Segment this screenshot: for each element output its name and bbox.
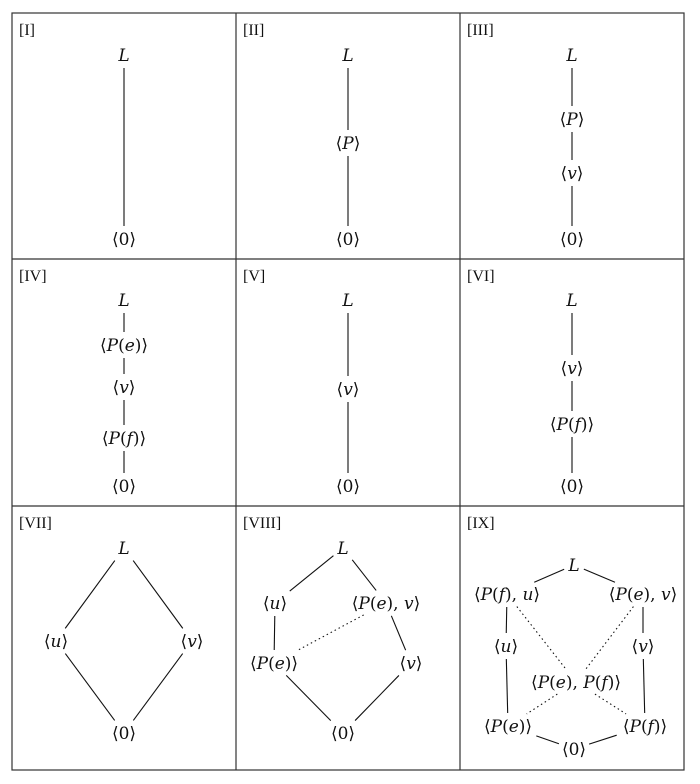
panel-5: [V] L ⟨v⟩ ⟨0⟩ (243, 268, 360, 497)
node-Pf: ⟨P(f)⟩ (550, 415, 594, 435)
node-Pf: ⟨P(f)⟩ (623, 717, 667, 737)
node-u: ⟨u⟩ (263, 594, 287, 614)
node-L: L (567, 556, 579, 576)
panel-label: [VII] (19, 515, 52, 532)
node-L: L (117, 46, 129, 66)
edge-Pev-v (390, 615, 407, 651)
node-v: ⟨v⟩ (632, 637, 655, 657)
node-v: ⟨v⟩ (113, 378, 136, 398)
node-L: L (336, 539, 348, 559)
panel-4: [IV] L ⟨P(e)⟩ ⟨v⟩ ⟨P(f)⟩ ⟨0⟩ (19, 268, 148, 497)
node-Pe: ⟨P(e)⟩ (250, 654, 298, 674)
node-Pe: ⟨P(e)⟩ (484, 717, 532, 737)
edge-Pe-0 (536, 735, 560, 745)
node-Pev: ⟨P(e), v⟩ (609, 585, 678, 605)
node-L: L (341, 291, 353, 311)
edge-PePf-Pf (594, 693, 627, 715)
node-0: ⟨0⟩ (562, 740, 586, 760)
edge-v-Pf (642, 658, 646, 714)
node-Pfu: ⟨P(f), u⟩ (474, 585, 540, 605)
panel-3: [III] L ⟨P⟩ ⟨v⟩ ⟨0⟩ (467, 22, 584, 250)
node-0: ⟨0⟩ (336, 230, 360, 250)
node-v: ⟨v⟩ (181, 632, 204, 652)
edge-Pev-Pe (296, 614, 364, 652)
grid-outer-border (11, 12, 685, 771)
node-v: ⟨v⟩ (561, 359, 584, 379)
panel-label: [I] (19, 22, 35, 39)
panel-label: [VIII] (243, 515, 281, 532)
edge-L-u (289, 555, 334, 592)
node-PePf: ⟨P(e), P(f)⟩ (531, 673, 621, 693)
node-Pev: ⟨P(e), v⟩ (352, 594, 421, 614)
panel-9: [IX] L ⟨P(f), u⟩ ⟨P(e), v⟩ ⟨u⟩ ⟨v⟩ ⟨P(e), P(f)… (467, 515, 677, 760)
panel-label: [VI] (467, 268, 495, 285)
edge-u-Pe (505, 658, 509, 714)
node-u: ⟨u⟩ (44, 632, 68, 652)
node-v: ⟨v⟩ (400, 654, 423, 674)
panel-8: [VIII] L ⟨u⟩ ⟨P(e), v⟩ ⟨P(e)⟩ ⟨v⟩ ⟨0⟩ (243, 515, 422, 744)
panel-6: [VI] L ⟨v⟩ ⟨P(f)⟩ ⟨0⟩ (467, 268, 594, 497)
node-L: L (341, 46, 353, 66)
panel-7: [VII] L ⟨u⟩ ⟨v⟩ ⟨0⟩ (19, 515, 203, 744)
node-L: L (117, 291, 129, 311)
panel-1: [I] L ⟨0⟩ (19, 22, 136, 250)
node-0: ⟨0⟩ (336, 477, 360, 497)
node-Pe: ⟨P(e)⟩ (100, 336, 148, 356)
node-0: ⟨0⟩ (331, 724, 355, 744)
edge-L-v (132, 560, 184, 629)
edge-PePf-Pe (526, 693, 558, 715)
node-0: ⟨0⟩ (560, 477, 584, 497)
edge-Pfu-u (505, 606, 508, 634)
edge-L-u (64, 560, 116, 629)
edge-u-0 (64, 653, 116, 721)
edge-u-Pe (273, 615, 276, 651)
panel-label: [II] (243, 22, 264, 39)
node-L: L (565, 291, 577, 311)
edge-v-0 (132, 653, 184, 721)
node-0: ⟨0⟩ (112, 724, 136, 744)
edge-L-Pev (351, 559, 377, 591)
node-0: ⟨0⟩ (112, 230, 136, 250)
panel-label: [IV] (19, 268, 47, 285)
node-u: ⟨u⟩ (494, 637, 518, 657)
panel-2: [II] L ⟨P⟩ ⟨0⟩ (243, 22, 360, 250)
node-L: L (117, 539, 129, 559)
panel-label: [V] (243, 268, 265, 285)
node-v: ⟨v⟩ (337, 380, 360, 400)
panel-label: [IX] (467, 515, 495, 532)
node-0: ⟨0⟩ (112, 477, 136, 497)
edge-Pf-0 (588, 734, 617, 745)
node-L: L (565, 46, 577, 66)
node-P: ⟨P⟩ (560, 110, 585, 130)
edge-Pev-PePf (585, 606, 634, 670)
edge-L-Pfu (534, 568, 565, 583)
edge-Pe-0 (285, 675, 332, 721)
node-v: ⟨v⟩ (561, 164, 584, 184)
edge-v-0 (354, 675, 400, 721)
edge-Pfu-PePf (516, 606, 567, 670)
panel-label: [III] (467, 22, 494, 39)
edge-L-Pev (583, 568, 616, 583)
node-Pf: ⟨P(f)⟩ (102, 429, 146, 449)
node-P: ⟨P⟩ (336, 134, 361, 154)
node-0: ⟨0⟩ (560, 230, 584, 250)
